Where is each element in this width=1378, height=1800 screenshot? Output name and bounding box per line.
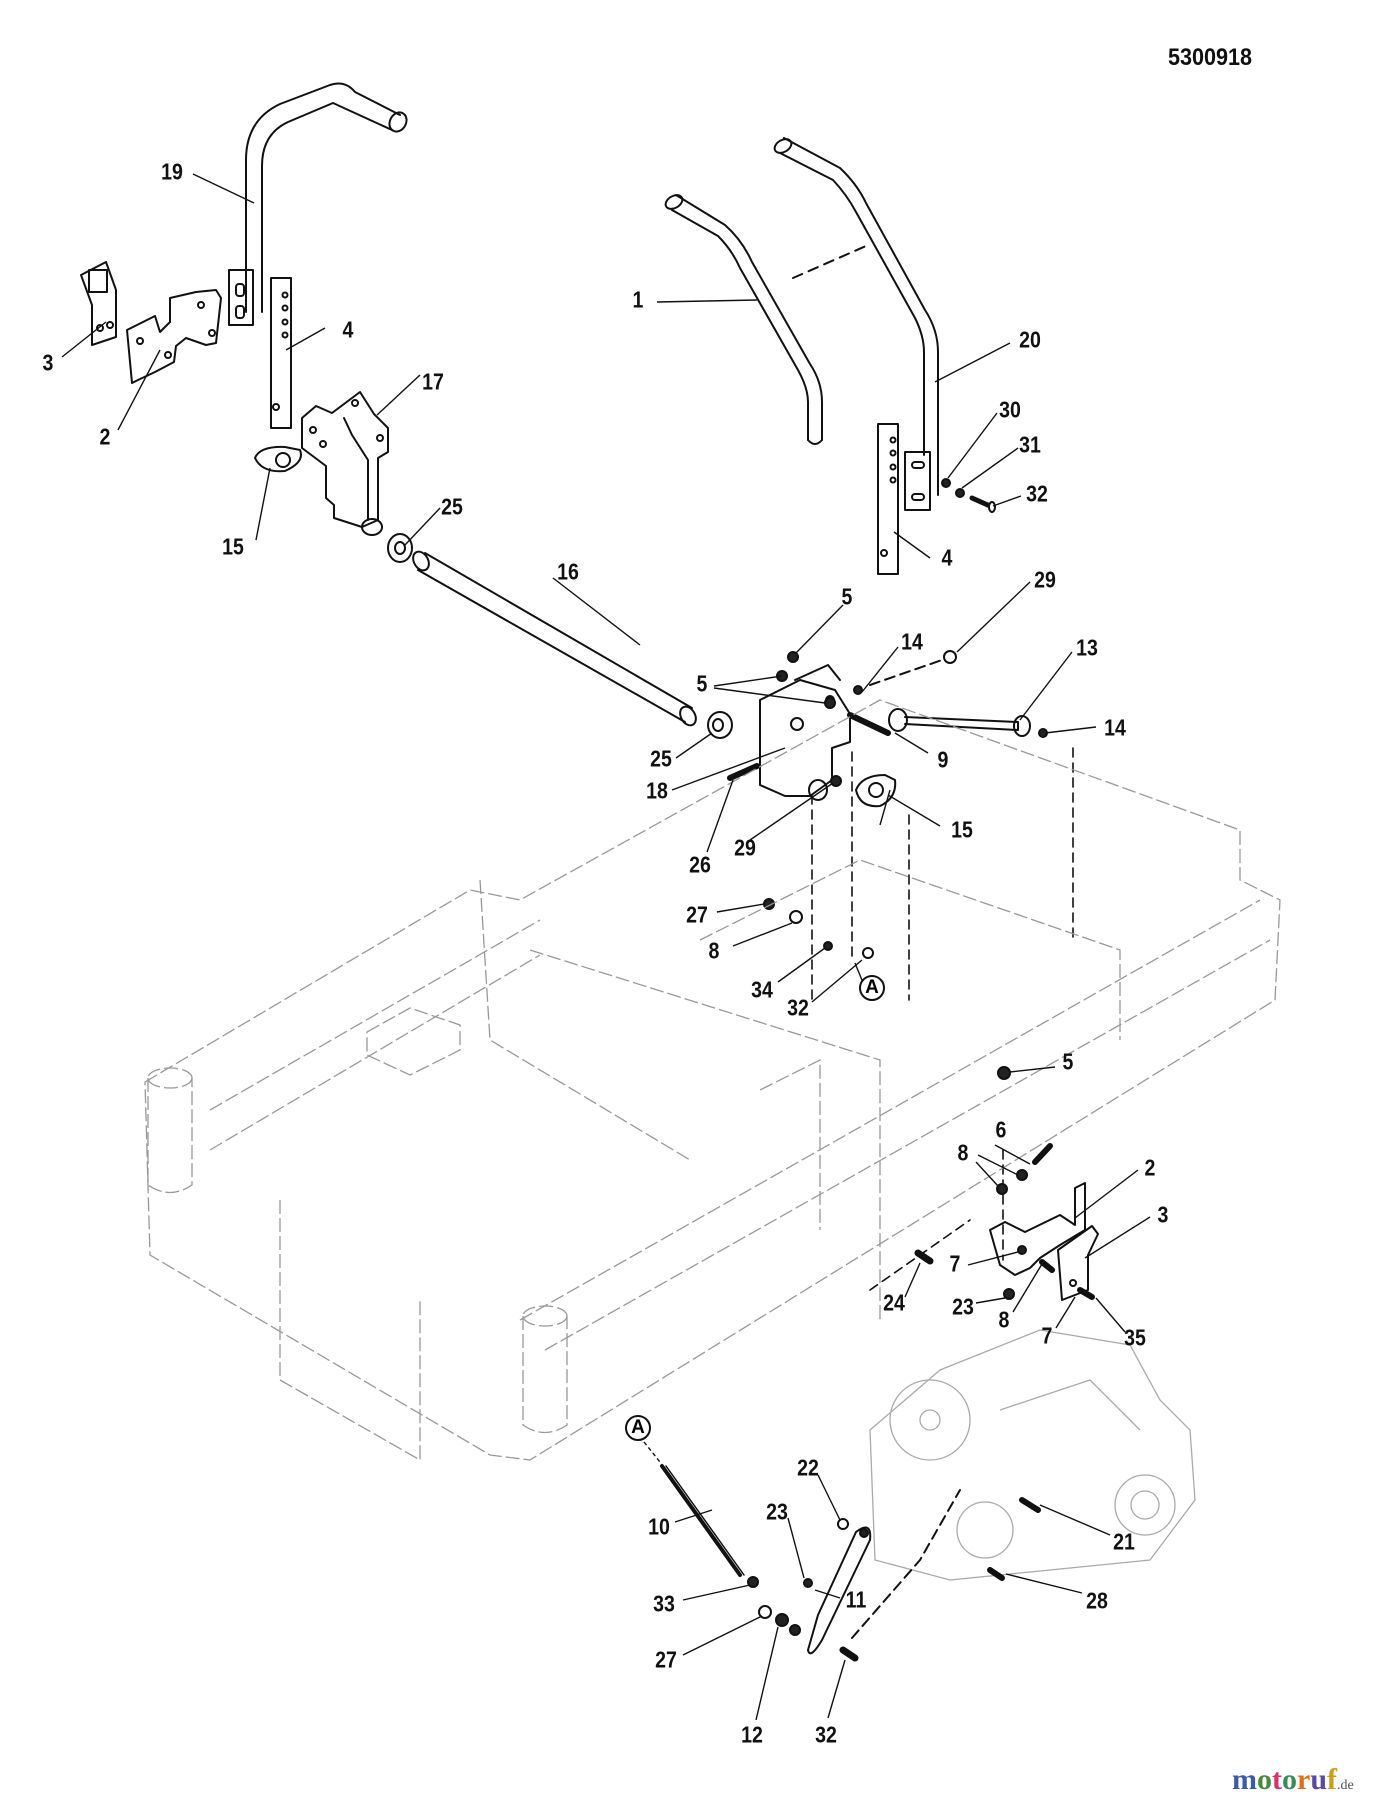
part-15-flange-bearing-left [254, 445, 302, 473]
callout-label: 17 [422, 368, 444, 395]
dashed-leaders [811, 747, 1074, 1291]
hardware-30-31-32 [941, 478, 996, 513]
callout-label: 16 [557, 558, 579, 585]
part-2-bracket-left [126, 289, 222, 384]
part-17-pivot-bracket [301, 391, 389, 536]
frame-posts [147, 1007, 568, 1434]
callout-label: 32 [787, 994, 809, 1021]
part-4-bar-right [877, 423, 899, 575]
reference-marker-a: A [625, 1415, 651, 1441]
callout-label: 18 [646, 777, 668, 804]
callout-label: 9 [937, 746, 949, 773]
callout-label: 6 [995, 1116, 1007, 1143]
part-25-collar-right [707, 711, 733, 739]
callout-label: 10 [648, 1513, 670, 1540]
leader-29-to-14 [869, 659, 943, 686]
part-15-flange-bearing-right [855, 774, 897, 808]
part-16-cross-shaft [412, 550, 697, 727]
callout-label: 21 [1113, 1528, 1135, 1555]
callout-label: 33 [653, 1590, 675, 1617]
dashed-leader-arm [851, 1489, 961, 1639]
callout-label: 15 [222, 533, 244, 560]
callout-label: 31 [1019, 431, 1041, 458]
callout-label: 24 [883, 1289, 905, 1316]
part-11-arm [807, 1526, 872, 1655]
mower-frame [144, 699, 1281, 1462]
watermark-letter: u [1310, 1763, 1328, 1796]
part-26-bolt [727, 763, 760, 781]
callout-label: 25 [650, 745, 672, 772]
part-19-left-handle [228, 82, 408, 326]
callout-label: 30 [999, 396, 1021, 423]
part-3-bracket-left [80, 261, 117, 346]
callout-label: 35 [1124, 1324, 1146, 1351]
callout-label: 19 [161, 158, 183, 185]
callout-label: 29 [1034, 566, 1056, 593]
callout-label: 8 [708, 937, 720, 964]
callout-label: 8 [998, 1306, 1010, 1333]
callout-label: 29 [734, 834, 756, 861]
callout-label: 5 [841, 583, 853, 610]
callout-label: 22 [797, 1454, 819, 1481]
watermark-letter: o [1257, 1763, 1272, 1796]
callout-label: 32 [815, 1721, 837, 1748]
hardware-lower-linkage [747, 1497, 1041, 1662]
callout-label: 4 [342, 316, 354, 343]
callout-label: 8 [957, 1139, 969, 1166]
part-3-bracket-right [1057, 1225, 1099, 1301]
part-1-handle-grip [664, 194, 823, 445]
reference-marker-a: A [859, 975, 885, 1001]
callout-label: 34 [751, 976, 773, 1003]
callout-label: 27 [686, 901, 708, 928]
part-25-collar-left [387, 533, 413, 563]
callout-label: 2 [99, 423, 111, 450]
callout-label: 2 [1144, 1154, 1156, 1181]
callout-label: 26 [689, 851, 711, 878]
part-transaxle [869, 1329, 1196, 1581]
callout-label: 32 [1026, 480, 1048, 507]
callout-label: 13 [1076, 634, 1098, 661]
watermark-letter: m [1232, 1763, 1257, 1796]
part-20-right-handle [773, 137, 939, 511]
callout-label: 15 [951, 816, 973, 843]
diagram-part-number: 5300918 [1167, 44, 1253, 71]
part-9-pin [847, 712, 891, 736]
watermark-suffix: .de [1337, 1778, 1354, 1793]
callout-label: 3 [42, 349, 54, 376]
callout-label: 28 [1086, 1587, 1108, 1614]
callout-label: 1 [632, 286, 644, 313]
watermark-letter: o [1282, 1763, 1297, 1796]
callout-label: 14 [901, 628, 923, 655]
callout-label: 25 [441, 493, 463, 520]
callout-label: 3 [1157, 1201, 1169, 1228]
watermark-logo: motoruf.de [1232, 1763, 1354, 1797]
callout-label: 7 [1041, 1322, 1053, 1349]
watermark-letter: r [1297, 1763, 1311, 1796]
part-13-damper-rod [888, 708, 1031, 737]
hardware-nuts [763, 650, 1048, 959]
part-2-bracket-right [989, 1182, 1086, 1276]
watermark-letter: f [1327, 1763, 1338, 1796]
callout-leaders [61, 173, 1151, 1721]
callout-label: 27 [655, 1646, 677, 1673]
callout-label: 12 [741, 1721, 763, 1748]
callout-label: 4 [941, 544, 953, 571]
callout-label: 20 [1019, 326, 1041, 353]
callout-label: 5 [696, 670, 708, 697]
part-4-bar-left [270, 277, 292, 429]
callout-label: 5 [1062, 1048, 1074, 1075]
watermark-letter: t [1272, 1763, 1282, 1796]
part-10-rod [660, 1464, 745, 1577]
callout-label: 23 [952, 1293, 974, 1320]
callout-label: 11 [845, 1586, 867, 1613]
dashed-leader-1-20 [792, 245, 867, 279]
callout-label: 23 [766, 1498, 788, 1525]
hardware-lower [914, 1066, 1095, 1300]
callout-label: 14 [1104, 714, 1126, 741]
callout-label: 7 [949, 1250, 961, 1277]
